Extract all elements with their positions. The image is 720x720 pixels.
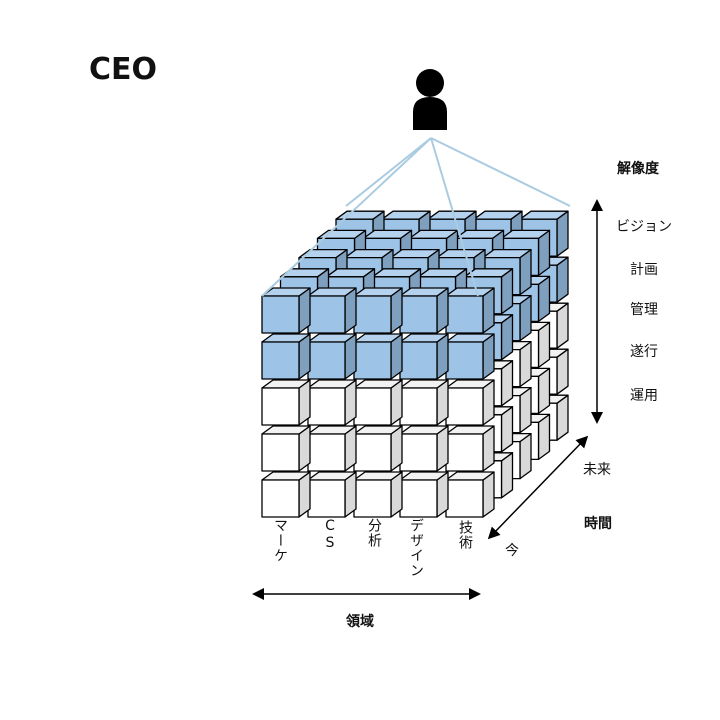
cube-front-face — [307, 387, 346, 426]
cube-front-face — [399, 295, 438, 334]
cube-front-face — [353, 433, 392, 472]
cube-cell — [261, 471, 311, 518]
cube-cell — [353, 471, 403, 518]
cube-cell — [445, 333, 495, 380]
cube-front-face — [261, 479, 300, 518]
cube-cell — [445, 287, 495, 334]
cube-cell — [399, 287, 449, 334]
cube-cell — [307, 333, 357, 380]
cube-front-face — [353, 479, 392, 518]
domain-item-tech: 技術 — [457, 520, 473, 550]
time-axis-start: 今 — [505, 543, 519, 559]
cube-cell — [353, 287, 403, 334]
cube-front-face — [399, 341, 438, 380]
resolution-level-manage: 管理 — [630, 302, 658, 318]
cube-cell — [353, 425, 403, 472]
time-axis-arrow — [487, 435, 589, 540]
cube-cell — [399, 425, 449, 472]
sight-line — [430, 137, 571, 207]
cube-front-face — [307, 433, 346, 472]
cube-cell — [445, 471, 495, 518]
cube-cell — [261, 287, 311, 334]
time-axis-end: 未来 — [583, 462, 611, 478]
resolution-level-vision: ビジョン — [616, 219, 672, 235]
cube-cell — [399, 379, 449, 426]
domain-item-analysis: 分析 — [366, 518, 382, 548]
domain-item-design: デザイン — [408, 518, 424, 578]
cube-cell — [307, 471, 357, 518]
cube-cell — [399, 333, 449, 380]
cube-front-face — [307, 341, 346, 380]
cube-front-face — [307, 295, 346, 334]
cube-front-face — [261, 295, 300, 334]
cube-cell — [353, 379, 403, 426]
cube-cell — [261, 333, 311, 380]
cube-front-face — [445, 479, 484, 518]
cube-cell — [353, 333, 403, 380]
cube-front-face — [261, 433, 300, 472]
cube-cell — [307, 379, 357, 426]
cube-front-face — [307, 479, 346, 518]
cube-front-face — [399, 433, 438, 472]
person-icon — [413, 69, 447, 130]
resolution-level-operate: 運用 — [630, 388, 658, 404]
resolution-level-execute: 遂行 — [630, 344, 658, 360]
cube-front-face — [445, 387, 484, 426]
cube-front-face — [261, 341, 300, 380]
cube-front-face — [399, 479, 438, 518]
cube-front-face — [445, 295, 484, 334]
sight-line — [345, 137, 432, 207]
cube-cell — [307, 287, 357, 334]
cube-front-face — [445, 433, 484, 472]
domain-axis-title: 領域 — [346, 614, 374, 630]
cube-cell — [445, 379, 495, 426]
cube-cell — [399, 471, 449, 518]
cube-front-face — [353, 295, 392, 334]
cube-cell — [261, 379, 311, 426]
resolution-axis-title: 解像度 — [617, 161, 659, 177]
sight-line — [430, 137, 479, 297]
time-axis-title: 時間 — [584, 516, 612, 532]
cube-front-face — [353, 341, 392, 380]
sight-line — [261, 137, 432, 297]
cube-cell — [261, 425, 311, 472]
cube-front-face — [445, 341, 484, 380]
resolution-level-plan: 計画 — [630, 262, 658, 278]
domain-item-marketing: マーケ — [272, 518, 288, 563]
cube-front-face — [353, 387, 392, 426]
cube-cell — [445, 425, 495, 472]
cube-front-face — [399, 387, 438, 426]
cube-front-face — [261, 387, 300, 426]
domain-item-cs: CS — [322, 518, 338, 552]
cube-cell — [307, 425, 357, 472]
page-title: CEO — [89, 52, 158, 87]
